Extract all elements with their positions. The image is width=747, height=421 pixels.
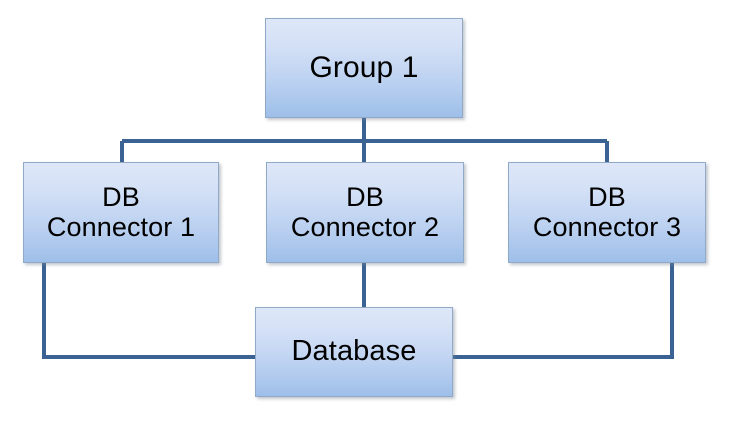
node-db-connector-3[interactable]: DB Connector 3 [508, 162, 706, 263]
edge-connector3-to-database [451, 263, 674, 359]
node-group-1-label: Group 1 [309, 50, 419, 84]
node-db-connector-1[interactable]: DB Connector 1 [23, 162, 219, 263]
node-db-connector-2[interactable]: DB Connector 2 [266, 162, 464, 263]
node-db-connector-3-label: DB Connector 3 [532, 182, 682, 242]
edge-connector1-to-database [42, 263, 257, 359]
node-db-connector-2-label: DB Connector 2 [290, 182, 440, 242]
node-database-label: Database [291, 335, 417, 368]
node-database[interactable]: Database [255, 307, 453, 397]
node-db-connector-1-label: DB Connector 1 [46, 182, 196, 242]
node-group-1[interactable]: Group 1 [265, 18, 463, 118]
